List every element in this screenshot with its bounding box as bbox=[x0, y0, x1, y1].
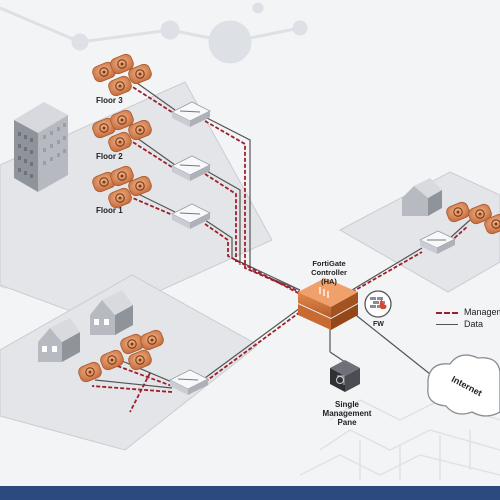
switch-floor3 bbox=[171, 101, 211, 127]
floor3-label: Floor 3 bbox=[96, 96, 123, 105]
access-point bbox=[446, 201, 470, 223]
access-point bbox=[92, 171, 116, 193]
access-point bbox=[128, 63, 152, 85]
management-links bbox=[91, 83, 469, 413]
legend-data: Data bbox=[436, 318, 500, 330]
access-point bbox=[78, 361, 102, 383]
access-point bbox=[128, 175, 152, 197]
legend-management-label: Management bbox=[464, 307, 500, 317]
floor2-label: Floor 2 bbox=[96, 152, 123, 161]
access-point bbox=[484, 213, 500, 235]
switch-floor1 bbox=[171, 203, 211, 229]
fw-label: FW bbox=[373, 321, 384, 328]
switch-left-branch bbox=[169, 369, 209, 395]
access-point bbox=[128, 349, 152, 371]
controller-label: FortiGate Controller (HA) bbox=[311, 259, 347, 286]
management-pane-icon bbox=[330, 360, 360, 392]
access-point bbox=[110, 165, 134, 187]
access-point bbox=[468, 203, 492, 225]
access-point bbox=[100, 349, 124, 371]
legend: Management Data bbox=[436, 306, 500, 330]
access-point bbox=[110, 53, 134, 75]
access-point bbox=[128, 119, 152, 141]
house-right bbox=[402, 178, 442, 216]
access-point bbox=[92, 61, 116, 83]
switch-floor2 bbox=[171, 155, 211, 181]
circuit-texture bbox=[299, 399, 500, 480]
background-network bbox=[0, 2, 308, 289]
houses-left bbox=[38, 290, 133, 362]
access-point bbox=[110, 109, 134, 131]
access-points bbox=[78, 53, 500, 383]
access-point bbox=[108, 131, 132, 153]
management-line-swatch bbox=[436, 312, 458, 314]
floor1-label: Floor 1 bbox=[96, 206, 123, 215]
legend-data-label: Data bbox=[464, 319, 484, 329]
footer-bar bbox=[0, 486, 500, 500]
data-links bbox=[94, 77, 471, 389]
firewall-icon bbox=[364, 290, 392, 318]
fortigate-controller bbox=[298, 278, 358, 330]
access-point bbox=[108, 187, 132, 209]
access-point bbox=[140, 329, 164, 351]
switch-right-branch bbox=[419, 230, 456, 254]
legend-management: Management bbox=[436, 306, 500, 318]
data-line-swatch bbox=[436, 324, 458, 325]
pane-label: Single Management Pane bbox=[322, 400, 372, 427]
access-point bbox=[108, 75, 132, 97]
office-building bbox=[14, 102, 68, 192]
internet-cloud bbox=[427, 354, 500, 417]
